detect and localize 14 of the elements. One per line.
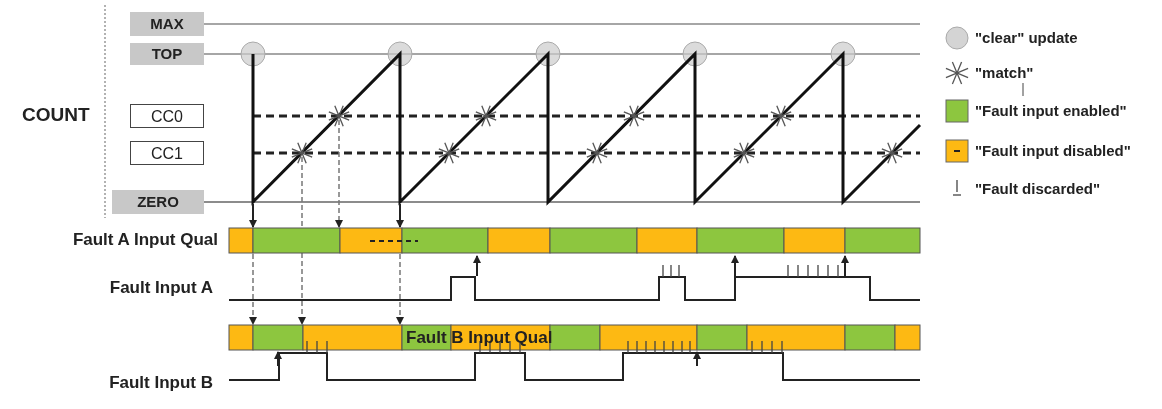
signal-label: Fault A Input Qual (72, 231, 218, 248)
legend-label: "Fault input disabled" (975, 143, 1131, 158)
level-label: TOP (130, 43, 204, 65)
legend-label: "clear" update (975, 30, 1078, 45)
level-label: MAX (130, 12, 204, 36)
axis-label: COUNT (22, 105, 90, 124)
signal-label: Fault Input B (109, 374, 213, 391)
compare-label: CC0 (130, 104, 204, 128)
level-label: ZERO (112, 190, 204, 214)
compare-label: CC1 (130, 141, 204, 165)
legend-label: "Fault input enabled" (975, 103, 1127, 118)
signal-label: Fault Input A (109, 279, 213, 296)
legend-label: "match" (975, 65, 1034, 80)
legend-label: "Fault discarded" (975, 181, 1101, 196)
